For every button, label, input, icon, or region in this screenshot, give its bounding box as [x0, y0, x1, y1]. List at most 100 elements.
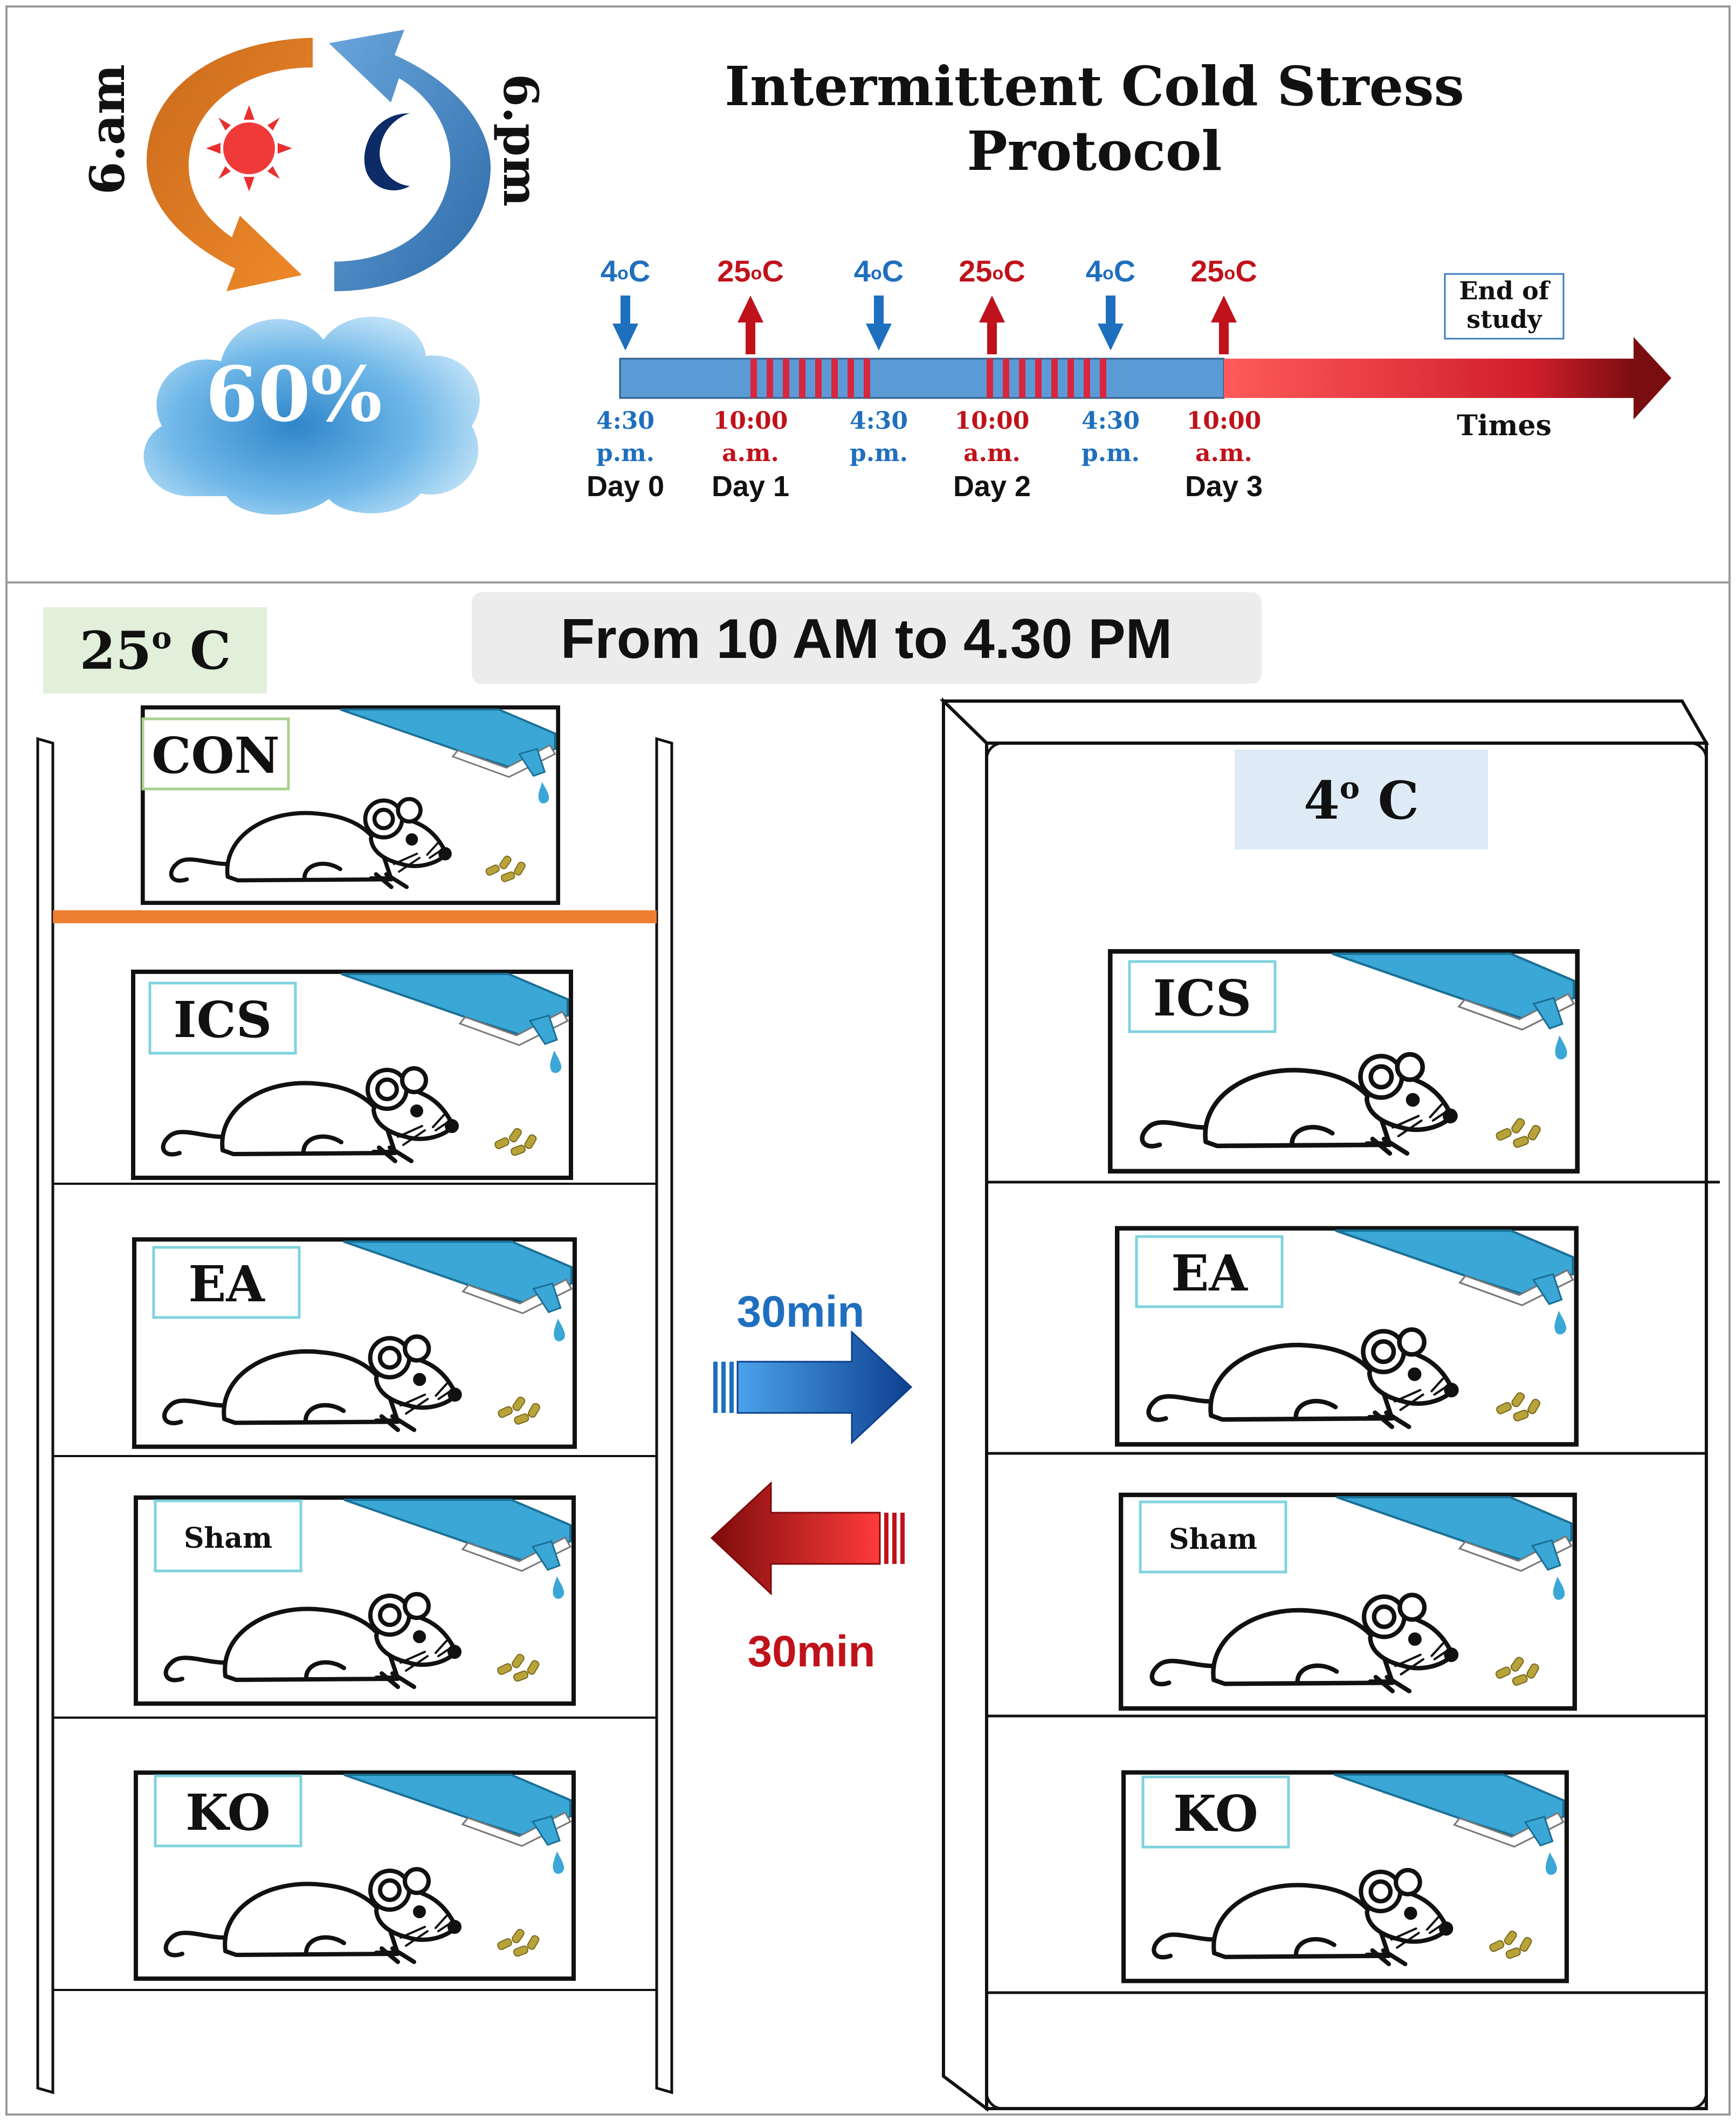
cage: KO — [136, 1773, 574, 1979]
group-tag: EA — [152, 1246, 301, 1319]
marker-temp-number: 4 — [601, 254, 617, 288]
marker-temp-unit: C — [882, 254, 904, 288]
marker-period: a.m. — [963, 440, 1021, 467]
warm-temp-tag: 25o C — [43, 607, 267, 694]
marker-day: Day 3 — [1185, 470, 1263, 503]
cold-temp-degree: o — [1340, 770, 1360, 806]
group-label: CON — [151, 726, 279, 785]
group-tag: CON — [141, 717, 290, 791]
marker-temp-degree: o — [993, 263, 1004, 284]
marker-period: p.m. — [1081, 440, 1140, 467]
to-cold-arrow — [713, 1330, 913, 1445]
group-tag: KO — [154, 1774, 302, 1848]
marker-period: a.m. — [1195, 440, 1252, 467]
marker-day: Day 1 — [712, 470, 789, 503]
cloud-icon — [143, 317, 480, 515]
group-label: KO — [185, 1783, 271, 1842]
marker-temperature: 4oC — [601, 254, 650, 288]
marker-day: Day 0 — [587, 470, 664, 503]
marker-time: 4:30 — [596, 407, 655, 435]
time-window-banner: From 10 AM to 4.30 PM — [472, 592, 1262, 684]
blue-cycle-arrow — [329, 30, 491, 291]
transfer-arrows: 30min 30min — [710, 1287, 913, 1676]
marker-day: Day 2 — [953, 470, 1031, 503]
cold-temp-tag: 4o C — [1235, 750, 1488, 849]
to-cold-duration: 30min — [737, 1287, 865, 1336]
marker-temp-degree: o — [1224, 263, 1236, 284]
marker-temperature: 4oC — [854, 254, 904, 288]
marker-temperature: 4oC — [1086, 254, 1135, 288]
warm-temp-degree: o — [151, 620, 171, 656]
arrow-down-icon — [866, 296, 892, 351]
marker-time: 4:30 — [850, 407, 908, 435]
sun-icon — [206, 105, 292, 191]
warm-temp-number: 25 — [80, 620, 152, 681]
orange-shelf — [53, 910, 657, 923]
title-line-2: Protocol — [967, 119, 1222, 183]
svg-text:4o C: 4o C — [1304, 770, 1419, 831]
marker-time: 10:00 — [955, 407, 1030, 435]
marker-temp-unit: C — [1114, 254, 1135, 288]
arrow-down-icon — [1098, 296, 1124, 351]
marker-temp-degree: o — [617, 263, 629, 284]
cage: ICS — [133, 972, 571, 1178]
group-tag: Sham — [154, 1499, 302, 1573]
cage: ICS — [1110, 951, 1577, 1171]
marker-temp-unit: C — [1235, 254, 1257, 288]
group-label: EA — [1171, 1244, 1248, 1302]
svg-text:25o C: 25o C — [80, 620, 231, 681]
orange-cycle-arrow — [146, 38, 313, 291]
group-tag: ICS — [148, 981, 297, 1055]
cage: EA — [1117, 1228, 1576, 1445]
group-label: Sham — [1169, 1523, 1257, 1556]
marker-time: 10:00 — [1187, 407, 1262, 435]
group-label: ICS — [1153, 969, 1252, 1027]
marker-period: p.m. — [596, 440, 655, 467]
arrow-down-icon — [612, 296, 638, 351]
end-label-line-1: End of — [1459, 276, 1551, 305]
marker-temp-number: 4 — [854, 254, 871, 288]
to-warm-arrow — [710, 1481, 905, 1596]
arrow-up-icon — [1211, 296, 1237, 354]
marker-temp-degree: o — [871, 263, 882, 284]
cage: KO — [1124, 1773, 1567, 1981]
timeline-marker: 25oC 10:00 a.m. Day 2 — [953, 254, 1031, 503]
title-line-1: Intermittent Cold Stress — [725, 54, 1464, 118]
end-label-line-2: study — [1466, 305, 1542, 334]
cage: CON — [143, 708, 558, 903]
marker-temp-number: 25 — [959, 254, 992, 288]
moon-icon — [364, 113, 410, 190]
am-label: 6.am — [79, 64, 135, 195]
pm-label: 6.pm — [493, 74, 549, 207]
warm-temp-unit: C — [172, 620, 231, 681]
marker-temp-unit: C — [1003, 254, 1025, 288]
cage: EA — [134, 1239, 575, 1446]
group-label: Sham — [184, 1522, 272, 1555]
cold-temp-number: 4 — [1304, 770, 1340, 831]
timeline-axis-label: Times — [1457, 409, 1552, 442]
timeline-marker: 4oC 4:30 p.m. — [1081, 254, 1140, 467]
timeline-warm-bar — [1224, 337, 1671, 420]
marker-temp-degree: o — [1103, 263, 1114, 284]
group-tag: ICS — [1128, 960, 1277, 1033]
group-label: KO — [1173, 1784, 1258, 1843]
marker-temp-unit: C — [762, 254, 783, 288]
timeline-cold-bar — [619, 358, 1225, 399]
arrow-up-icon — [979, 296, 1005, 354]
marker-temperature: 25oC — [1190, 254, 1257, 288]
marker-temp-number: 25 — [717, 254, 750, 288]
marker-period: a.m. — [722, 440, 779, 467]
day-night-cycle: 6.am 6.pm — [79, 30, 549, 291]
marker-temp-unit: C — [629, 254, 650, 288]
marker-time: 10:00 — [713, 407, 788, 435]
cage: Sham — [1121, 1495, 1575, 1708]
timeline-marker: 4oC 4:30 p.m. — [850, 254, 908, 467]
marker-period: p.m. — [850, 440, 908, 467]
marker-time: 4:30 — [1081, 407, 1140, 435]
